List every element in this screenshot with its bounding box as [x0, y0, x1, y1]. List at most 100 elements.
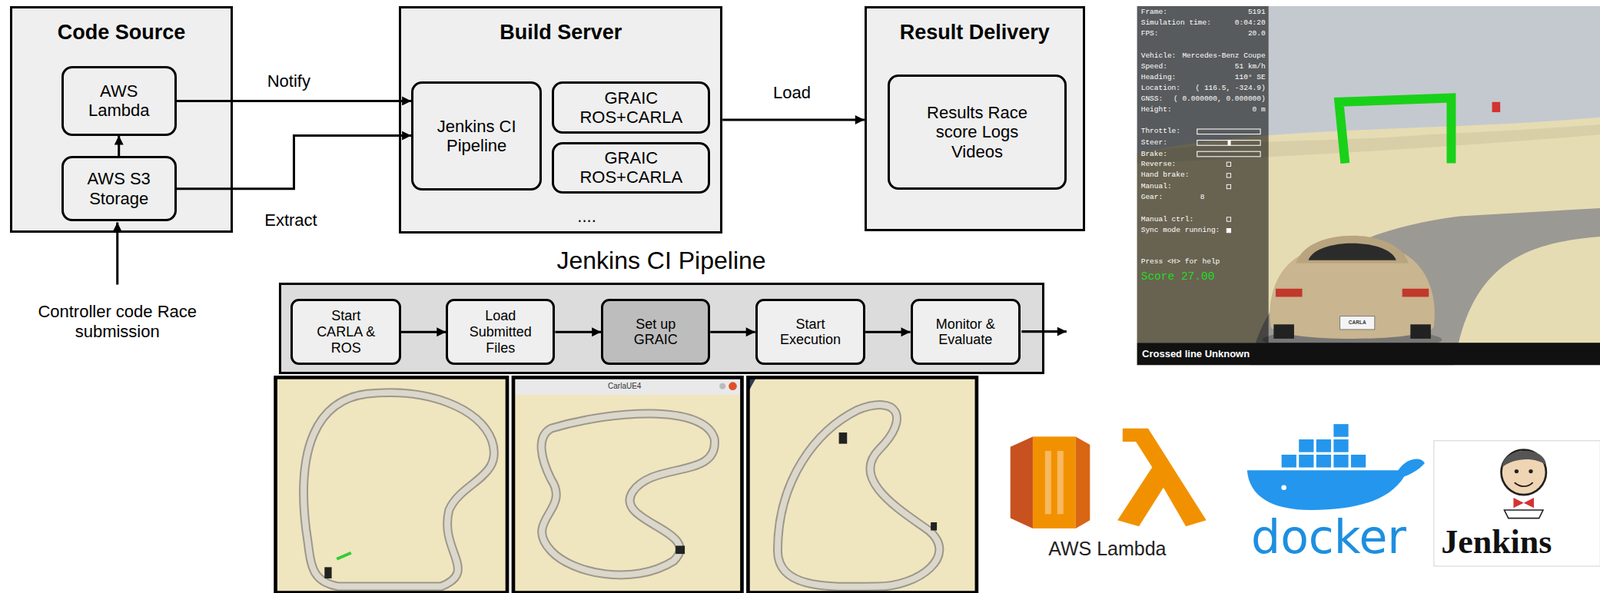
input-note: Controller code Race submission	[36, 302, 199, 342]
race-track	[303, 392, 495, 587]
score-readout: Score 27.00	[1141, 270, 1215, 284]
group-heading: Result Delivery	[866, 20, 1083, 45]
simulator-screenshot	[1136, 6, 1600, 366]
jenkins-mouth	[1514, 482, 1534, 487]
hud-bar	[1197, 151, 1261, 157]
connector-arrow	[117, 136, 120, 157]
box-label: GRAIC ROS+CARLA	[573, 88, 689, 128]
track-screenshot	[513, 377, 742, 593]
process-step: Start CARLA & ROS	[290, 298, 401, 366]
docker-whale-eye	[1281, 484, 1287, 491]
docker-whale	[1247, 459, 1425, 511]
hud-readout: Mercedes-Benz Coupe	[1181, 52, 1265, 61]
hud-readout: 51 km/h	[1234, 63, 1266, 72]
edge-label: Notify	[265, 72, 313, 92]
hud-readout: 5191	[1248, 7, 1266, 17]
hud-bar	[1197, 140, 1261, 147]
connector-arrow	[176, 99, 412, 103]
hud-bar-marker	[1228, 140, 1232, 147]
edge-label: Load	[770, 82, 814, 103]
hud-readout: Reverse:	[1141, 159, 1177, 169]
exit-arrow	[1021, 330, 1066, 333]
hud-readout: Heading:	[1141, 73, 1177, 82]
terrain	[747, 377, 976, 593]
screenshot-frame	[275, 377, 508, 593]
lambda-logo	[1075, 436, 1091, 529]
race-track	[541, 413, 715, 575]
car-marker	[324, 567, 332, 579]
hud-readout: Manual:	[1141, 182, 1172, 192]
hud-checkbox	[1226, 162, 1231, 166]
jenkins-logo-frame	[1434, 441, 1600, 567]
race-track	[777, 404, 940, 588]
connector-arrow	[722, 119, 865, 122]
group-box: Code SourceAWS LambdaAWS S3 Storage	[9, 6, 233, 233]
hud-readout: FPS:	[1141, 29, 1159, 38]
hud-readout: 0:04:20	[1234, 18, 1266, 27]
lambda-logo	[1010, 436, 1033, 529]
sky	[1136, 6, 1600, 366]
jenkins-bowtie	[1513, 497, 1534, 508]
hud-checkbox	[1226, 173, 1231, 178]
track-screenshot	[275, 377, 508, 593]
box-label: Start CARLA & ROS	[309, 308, 383, 356]
box-label: Start Execution	[773, 316, 847, 349]
group-heading: Build Server	[401, 20, 721, 45]
jenkins-hair	[1502, 451, 1547, 468]
box-label: GRAIC ROS+CARLA	[573, 148, 689, 188]
group-box: Build ServerJenkins CI PipelineGRAIC ROS…	[398, 6, 723, 234]
box-label: Load Submitted Files	[464, 308, 538, 356]
close-button	[728, 381, 737, 391]
hud-readout: Location:	[1141, 83, 1181, 93]
hud-readout: 0 m	[1252, 105, 1266, 114]
lambda-symbol	[1117, 428, 1207, 527]
hud-readout: GNSS:	[1141, 94, 1164, 103]
car-cabin	[1296, 235, 1409, 264]
jenkins-eye	[1514, 469, 1519, 474]
hud-checkbox	[1226, 228, 1231, 233]
box-label: AWS Lambda	[87, 81, 151, 121]
hud-checkbox	[1226, 184, 1231, 189]
hud-readout: Simulation time:	[1141, 18, 1212, 27]
jenkins-head	[1500, 450, 1546, 495]
group-fill	[864, 6, 1086, 232]
terrain	[513, 377, 742, 593]
service-box: AWS Lambda	[61, 66, 177, 136]
box-label: AWS S3 Storage	[80, 169, 158, 209]
screenshot-frame	[747, 377, 976, 593]
window-titlebar	[513, 377, 742, 396]
track-screenshot	[747, 377, 976, 593]
lambda-logo	[1045, 451, 1052, 515]
hud-readout: Vehicle:	[1141, 52, 1177, 61]
checkpoint	[336, 553, 352, 560]
road-sign	[1492, 102, 1501, 113]
hud-panel	[1136, 6, 1269, 343]
hud-readout: Sync mode running:	[1141, 226, 1221, 236]
lambda-logo	[1032, 436, 1076, 529]
hud-readout: Press <H> for help	[1141, 258, 1221, 267]
storage-box: AWS S3 Storage	[61, 156, 177, 222]
logo-caption: AWS Lambda	[1048, 537, 1166, 561]
race-track	[541, 413, 715, 575]
group-fill	[398, 6, 723, 234]
ellipsis: ....	[577, 206, 596, 226]
connector-arrow	[865, 331, 910, 334]
hud-readout: Brake:	[1141, 149, 1168, 159]
hud-readout: Steer:	[1141, 138, 1168, 147]
box-label: Jenkins CI Pipeline	[426, 116, 527, 157]
plate-text: CARLA	[1348, 320, 1367, 326]
wheel	[1410, 324, 1431, 339]
notification-bar	[1136, 342, 1600, 366]
hud-readout: ( 0.000000, 0.000000)	[1173, 94, 1266, 103]
logo-wordmark: Jenkins	[1440, 523, 1552, 563]
car-window	[1307, 243, 1396, 261]
simulator-box: GRAIC ROS+CARLA	[551, 142, 711, 195]
terrain	[275, 377, 508, 593]
window-title: CarlaUE4	[607, 381, 641, 392]
group-fill	[278, 282, 1045, 376]
process-step: Set up GRAIC	[600, 298, 711, 366]
jenkins-collar	[1503, 510, 1543, 519]
group-box: Result DeliveryResults Race score Logs V…	[864, 6, 1086, 232]
window-button	[719, 383, 726, 390]
